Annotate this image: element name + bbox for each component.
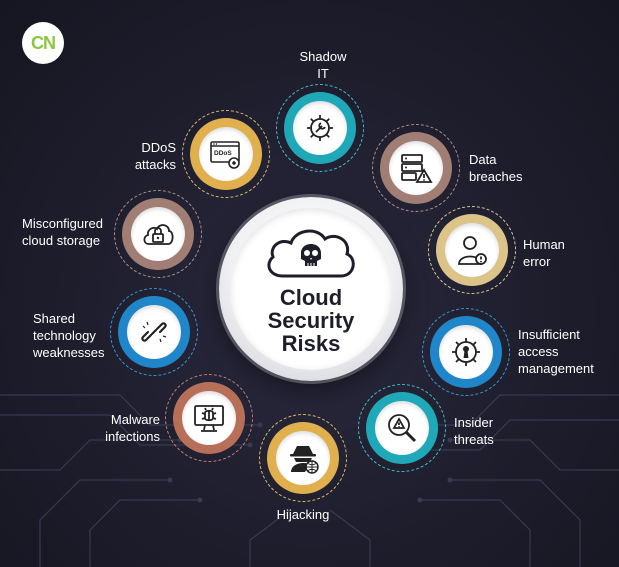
center-hub xyxy=(230,208,392,370)
brand-logo: CN xyxy=(22,22,64,64)
broken-chain-icon xyxy=(141,321,167,343)
logo-text: CN xyxy=(31,32,56,53)
center-title: Cloud Security Risks xyxy=(230,286,392,355)
node-malware-infections xyxy=(165,374,255,464)
hacker-globe-icon xyxy=(290,446,319,474)
node-insufficient-access-management xyxy=(422,308,512,398)
monitor-bug-icon xyxy=(194,405,224,432)
node-hijacking xyxy=(259,414,349,504)
server-warning-icon xyxy=(401,154,433,183)
label-hijacking: Hijacking xyxy=(276,507,330,522)
node-human-error xyxy=(428,206,518,296)
browser-ddos-icon: DDoS xyxy=(210,141,240,169)
cloud-lock-icon xyxy=(143,224,174,245)
magnifier-warning-icon xyxy=(388,414,417,443)
node-shared-technology-weaknesses xyxy=(110,288,200,378)
ddos-icon-text: DDoS xyxy=(214,150,232,157)
gear-wrench-icon xyxy=(307,115,333,141)
center-title-line-3: Risks xyxy=(281,331,341,356)
cloud-skull-icon xyxy=(267,229,355,278)
center-title-line-2: Security xyxy=(267,308,355,333)
node-shadow-it xyxy=(276,84,366,174)
node-insider-threats xyxy=(358,384,448,474)
node-misconfigured-cloud-storage xyxy=(114,190,204,280)
gear-keyhole-icon xyxy=(452,338,480,366)
center-title-line-1: Cloud xyxy=(279,285,343,310)
node-data-breaches xyxy=(372,124,462,214)
person-alert-icon xyxy=(458,236,487,265)
node-ddos-attacks: DDoS xyxy=(182,110,272,200)
